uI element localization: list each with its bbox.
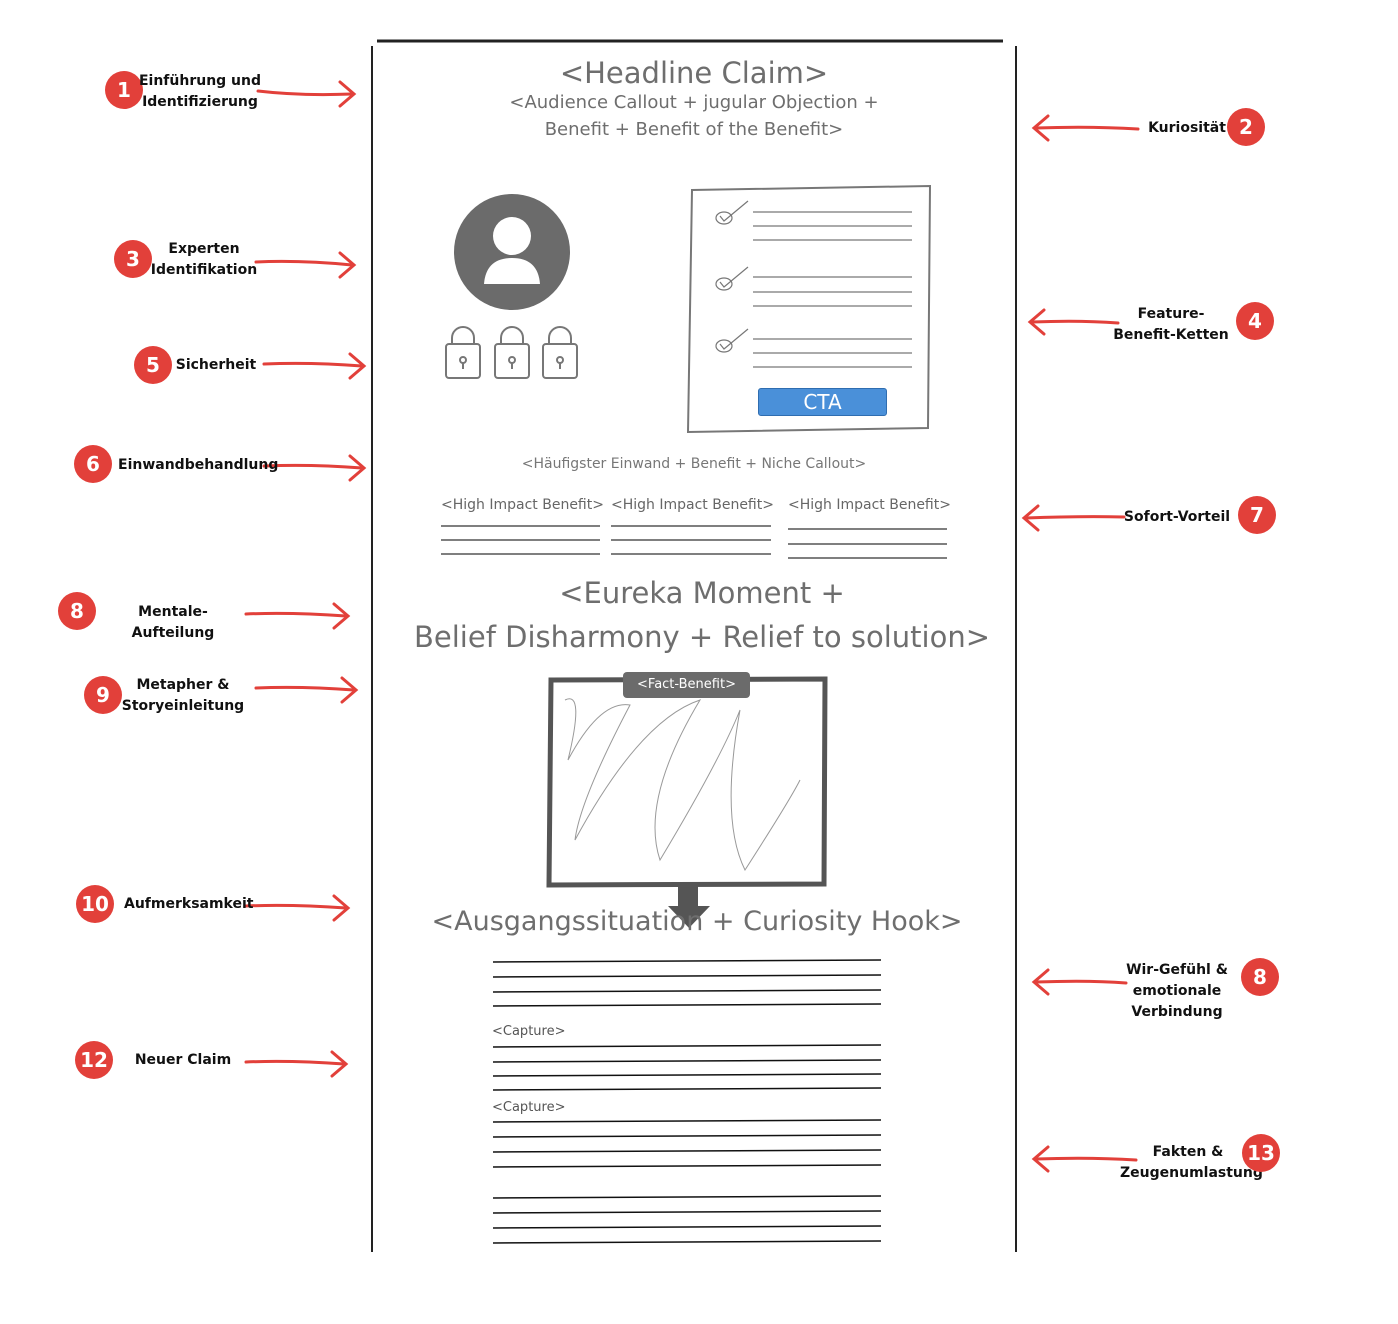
annotation-kuriositaet: Kuriosität	[1146, 118, 1228, 139]
annotation-line: Feature-	[1137, 306, 1205, 322]
badge-4: 4	[1236, 302, 1274, 340]
benefit-3: <High Impact Benefit>	[788, 497, 951, 513]
badge-5: 5	[134, 346, 172, 384]
annotation-wir-gefuehl: Wir-Gefühl & emotionale Verbindung	[1118, 960, 1236, 1023]
annotation-fakten: Fakten & Zeugenumlastung	[1120, 1142, 1263, 1184]
subline-2: Benefit + Benefit of the Benefit>	[544, 119, 844, 140]
badge-6: 6	[74, 445, 112, 483]
lock-icon	[445, 326, 481, 379]
annotation-line: Aufmerksamkeit	[124, 896, 254, 912]
annotation-feature-benefit: Feature- Benefit-Ketten	[1108, 304, 1234, 346]
annotation-aufmerksamkeit: Aufmerksamkeit	[124, 894, 254, 915]
annotation-line: Experten	[168, 241, 240, 257]
badge-8: 8	[58, 592, 96, 630]
cta-button[interactable]: CTA	[758, 388, 887, 416]
subline-1: <Audience Callout + jugular Objection +	[509, 92, 879, 113]
badge-7: 7	[1238, 496, 1276, 534]
curiosity-heading: <Ausgangssituation + Curiosity Hook>	[431, 906, 963, 937]
badge-12: 12	[75, 1041, 113, 1079]
annotation-line: emotionale	[1132, 983, 1222, 999]
lock-icon	[494, 326, 530, 379]
badge-3: 3	[114, 240, 152, 278]
annotation-line: Sofort-Vorteil	[1123, 509, 1231, 525]
badge-10: 10	[76, 885, 114, 923]
badge-2: 2	[1227, 108, 1265, 146]
image-placeholder	[546, 676, 828, 888]
annotation-line: Mentale-Aufteilung	[131, 604, 215, 641]
annotation-mentale-aufteilung: Mentale-Aufteilung	[100, 602, 246, 644]
benefit-2: <High Impact Benefit>	[611, 497, 774, 513]
annotation-line: Identifikation	[150, 262, 258, 278]
annotation-einwandbehandlung: Einwandbehandlung	[118, 455, 279, 476]
objection-callout: <Häufigster Einwand + Benefit + Niche Ca…	[521, 456, 867, 472]
annotation-line: Einwandbehandlung	[118, 457, 279, 473]
annotation-line: Wir-Gefühl &	[1126, 962, 1228, 978]
annotation-sicherheit: Sicherheit	[174, 355, 258, 376]
annotation-line: Neuer Claim	[134, 1052, 232, 1068]
annotation-line: Verbindung	[1131, 1004, 1223, 1020]
annotation-einfuehrung: Einführung und Identifizierung	[130, 71, 270, 113]
body-text-lines	[492, 959, 882, 1244]
capture-label: <Capture>	[492, 1024, 566, 1039]
benefit-1: <High Impact Benefit>	[441, 497, 604, 513]
annotation-line: Storyeinleitung	[121, 698, 245, 714]
badge-9: 9	[84, 676, 122, 714]
annotation-line: Einführung und	[138, 73, 262, 89]
down-arrow-icon	[668, 885, 710, 928]
annotation-line: Identifizierung	[142, 94, 258, 110]
annotation-line: Zeugenumlastung	[1120, 1165, 1263, 1181]
annotation-neuer-claim: Neuer Claim	[134, 1050, 232, 1071]
badge-8b: 8	[1241, 958, 1279, 996]
right-arrows	[1021, 114, 1140, 1173]
eureka-line-1: <Eureka Moment +	[559, 576, 845, 610]
annotation-line: Metapher &	[136, 677, 230, 693]
lock-icon	[542, 326, 578, 379]
annotation-line: Fakten &	[1152, 1144, 1224, 1160]
checklist-card	[686, 184, 932, 434]
annotation-line: Kuriosität	[1148, 120, 1226, 136]
annotation-line: Sicherheit	[175, 357, 257, 373]
fact-benefit-tag: <Fact-Benefit>	[623, 672, 750, 698]
headline-claim: <Headline Claim>	[559, 56, 829, 90]
annotation-sofort-vorteil: Sofort-Vorteil	[1120, 507, 1234, 528]
badge-1: 1	[105, 71, 143, 109]
eureka-line-2: Belief Disharmony + Relief to solution>	[414, 620, 990, 654]
annotation-experten: Experten Identifikation	[140, 239, 268, 281]
annotation-line: Benefit-Ketten	[1113, 327, 1229, 343]
benefit-lines	[441, 525, 947, 559]
annotation-metapher: Metapher & Storyeinleitung	[120, 675, 246, 717]
left-arrows	[244, 80, 367, 1078]
capture-label: <Capture>	[492, 1100, 566, 1115]
avatar-icon	[454, 194, 570, 310]
badge-13: 13	[1242, 1134, 1280, 1172]
